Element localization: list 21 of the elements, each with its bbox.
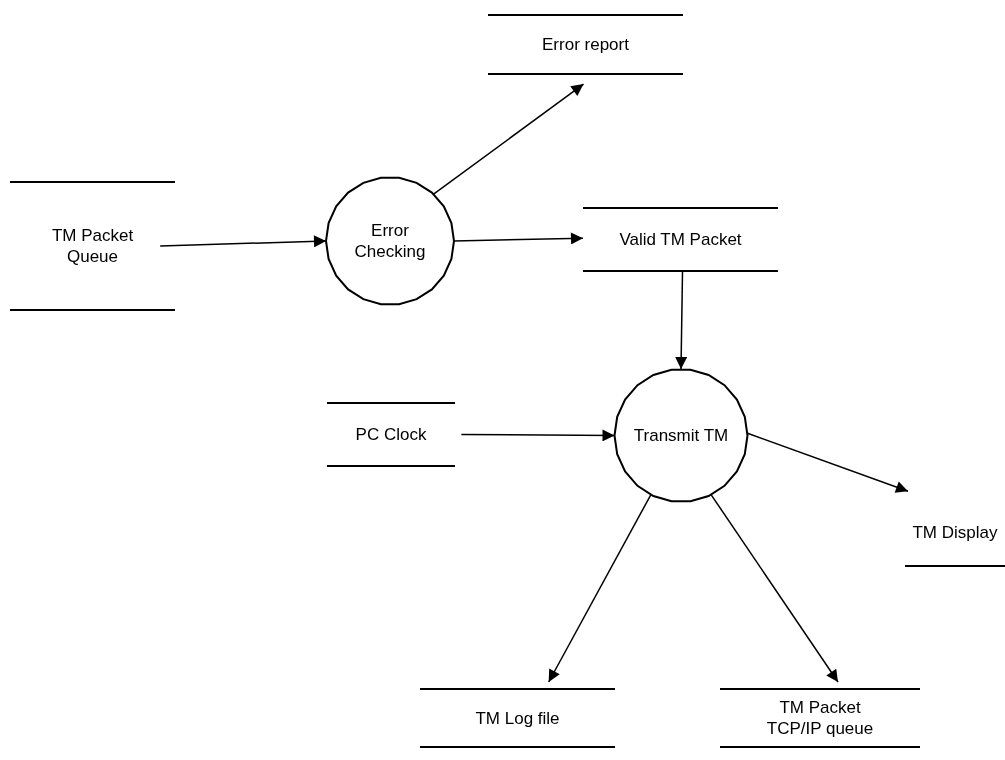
store-label: Valid TM Packet	[618, 229, 743, 250]
data-store	[420, 688, 615, 748]
arrow	[746, 432, 909, 493]
arrow	[710, 494, 839, 683]
store-label: TM Packet Queue	[50, 225, 135, 267]
arrow	[675, 271, 688, 370]
store-label: TM Display	[911, 522, 999, 543]
data-store	[488, 14, 683, 75]
arrow	[547, 494, 652, 683]
arrow	[432, 83, 585, 195]
store-label: PC Clock	[354, 424, 428, 445]
process-label: Transmit TM	[632, 425, 730, 446]
data-store	[583, 207, 778, 272]
process-label: Error Checking	[353, 220, 427, 262]
store-label: TM Packet TCP/IP queue	[765, 697, 875, 739]
store-label: TM Log file	[474, 707, 561, 729]
data-store	[327, 402, 455, 467]
data-store	[720, 688, 920, 748]
data-store	[10, 181, 175, 311]
store-label: Error report	[541, 34, 630, 55]
arrow	[159, 235, 327, 248]
